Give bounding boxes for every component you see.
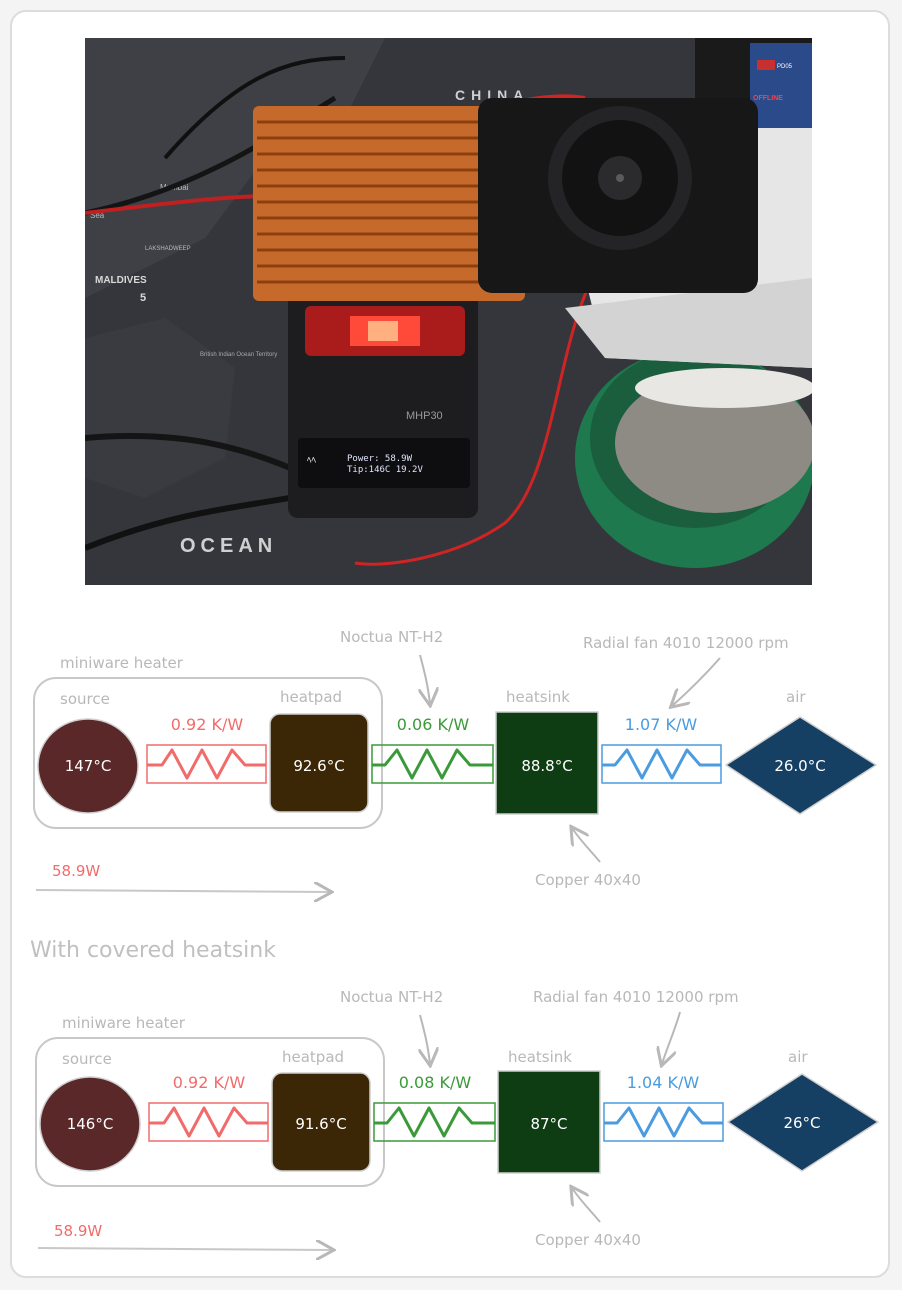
resistor-2-zigzag	[374, 1106, 495, 1138]
node-heatpad-temp: 92.6°C	[293, 757, 344, 775]
node-heatsink	[497, 1070, 601, 1174]
annotation-copper: Copper 40x40	[535, 871, 641, 889]
label-heatsink: heatsink	[506, 688, 570, 706]
diagram-2: miniware heater source heatpad heatsink …	[35, 988, 879, 1250]
resistor-2-value: 0.08 K/W	[399, 1073, 472, 1092]
resistor-1-zigzag	[149, 1106, 268, 1138]
group-label-miniware: miniware heater	[60, 654, 184, 672]
node-air	[727, 1073, 879, 1172]
resistor-2-value: 0.06 K/W	[397, 715, 470, 734]
map-label-maldives: MALDIVES	[95, 275, 147, 286]
label-heatpad: heatpad	[280, 688, 342, 706]
diagram-1: miniware heater source heatpad heatsink …	[33, 628, 877, 892]
node-heatsink	[495, 711, 599, 815]
oled-line-power: Power: 58.9W	[347, 454, 413, 464]
arrow-fan	[672, 657, 721, 706]
node-heatpad	[271, 1072, 371, 1172]
map-label-ocean: OCEAN	[180, 535, 277, 557]
node-heatpad	[269, 713, 369, 813]
group-label-miniware: miniware heater	[62, 1014, 186, 1032]
node-source-temp: 147°C	[65, 757, 112, 775]
label-air: air	[788, 1048, 808, 1066]
oled-logo: ﾍﾍ	[307, 456, 317, 466]
resistor-2-zigzag	[372, 748, 493, 780]
power-value: 58.9W	[52, 862, 100, 880]
annotation-copper: Copper 40x40	[535, 1231, 641, 1249]
resistor-1-zigzag	[147, 748, 266, 780]
annotation-fan: Radial fan 4010 12000 rpm	[583, 634, 789, 652]
node-air-temp: 26°C	[783, 1114, 820, 1132]
arrow-paste	[420, 654, 430, 704]
resistor-1-value: 0.92 K/W	[171, 715, 244, 734]
node-heatsink-temp: 87°C	[530, 1115, 567, 1133]
monitor-label-offline: OFFLINE	[753, 95, 783, 102]
resistor-3-zigzag	[604, 1106, 723, 1138]
label-source: source	[60, 690, 110, 708]
node-heatsink-temp: 88.8°C	[521, 757, 572, 775]
node-source-temp: 146°C	[67, 1115, 114, 1133]
resistor-3-zigzag	[602, 748, 721, 780]
annotation-fan: Radial fan 4010 12000 rpm	[533, 988, 739, 1006]
arrow-copper	[572, 828, 601, 863]
node-air	[725, 716, 877, 815]
label-heatpad: heatpad	[282, 1048, 344, 1066]
annotation-paste: Noctua NT-H2	[340, 988, 443, 1006]
map-label-biot: British Indian Ocean Territory	[200, 352, 277, 358]
resistor-3-value: 1.07 K/W	[625, 715, 698, 734]
resistor-1-value: 0.92 K/W	[173, 1073, 246, 1092]
monitor-label-pd05: PD05	[777, 64, 793, 70]
map-label-lakshadweep: LAKSHADWEEP	[145, 246, 191, 252]
power-arrow	[37, 1248, 332, 1250]
label-source: source	[62, 1050, 112, 1068]
arrow-paste	[420, 1014, 430, 1064]
oled-line-tip: Tip:146C 19.2V	[347, 465, 423, 475]
node-source	[39, 1076, 141, 1172]
thermal-diagrams: miniware heater source heatpad heatsink …	[30, 628, 879, 1290]
node-source	[37, 718, 139, 814]
section-2-title: With covered heatsink	[30, 938, 276, 963]
annotation-paste: Noctua NT-H2	[340, 628, 443, 646]
resistor-3-value: 1.04 K/W	[627, 1073, 700, 1092]
arrow-fan	[662, 1011, 681, 1064]
power-arrow	[35, 890, 330, 892]
heater-group-outline	[35, 1037, 385, 1187]
heater-group-outline	[33, 677, 383, 829]
label-heatsink: heatsink	[508, 1048, 572, 1066]
arrow-copper	[572, 1188, 601, 1223]
photo-hotplate-with-heatsink: CHINA Mumbai Sea LAKSHADWEEP MALDIVES 5 …	[85, 38, 812, 585]
label-air: air	[786, 688, 806, 706]
node-heatpad-temp: 91.6°C	[295, 1115, 346, 1133]
node-air-temp: 26.0°C	[774, 757, 825, 775]
map-label-sea: Sea	[90, 211, 105, 220]
device-model: MHP30	[406, 410, 443, 422]
power-value: 58.9W	[54, 1222, 102, 1240]
map-label-5: 5	[140, 292, 146, 304]
